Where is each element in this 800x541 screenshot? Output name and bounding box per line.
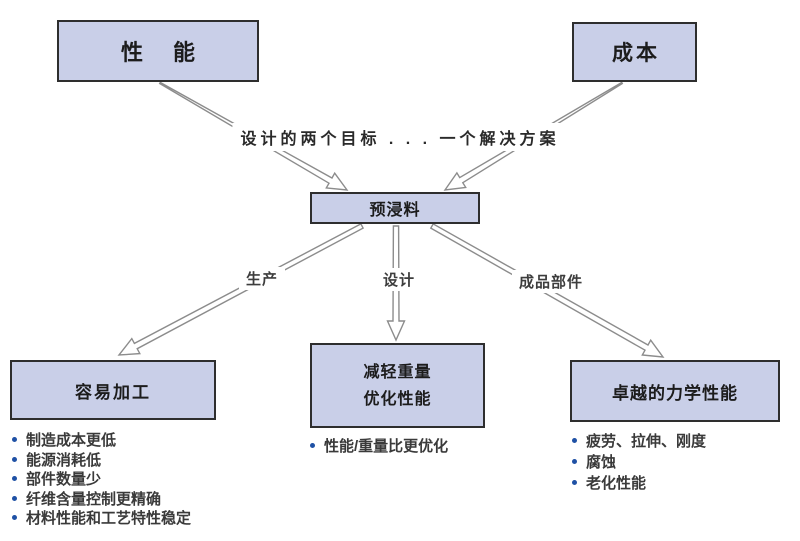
list-item: 腐蚀	[572, 452, 706, 473]
easy-processing-box: 容易加工	[10, 360, 216, 420]
bullet-icon	[12, 437, 17, 442]
mechanical-bullet-list: 疲劳、拉伸、刚度 腐蚀 老化性能	[572, 431, 706, 494]
branch-label-production: 生产	[238, 267, 286, 290]
bullet-icon	[12, 495, 17, 501]
weight-performance-bullet-list: 性能/重量比更优化	[310, 437, 448, 457]
list-item: 性能/重量比更优化	[310, 437, 448, 457]
mechanical-box-label: 卓越的力学性能	[612, 383, 738, 403]
bullet-text: 纤维含量控制更精确	[26, 490, 162, 508]
bullet-text: 性能/重量比更优化	[324, 438, 449, 455]
bullet-icon	[12, 476, 17, 481]
prepreg-box-label: 预浸料	[369, 202, 421, 219]
bullet-icon	[12, 515, 17, 520]
mechanical-box: 卓越的力学性能	[570, 360, 780, 422]
list-item: 制造成本更低	[12, 431, 191, 451]
list-item: 能源消耗低	[12, 451, 191, 471]
bullet-icon	[310, 443, 315, 448]
branch-label-design: 设计	[375, 268, 423, 291]
banner-text: 设计的两个目标 . . . 一个解决方案	[232, 123, 568, 151]
performance-box: 性 能	[57, 20, 259, 82]
bullet-text: 腐蚀	[586, 454, 617, 471]
easy-processing-box-label: 容易加工	[75, 382, 151, 402]
bullet-text: 材料性能和工艺特性稳定	[26, 510, 192, 527]
bullet-icon	[572, 438, 577, 443]
cost-box-label: 成本	[612, 42, 660, 65]
list-item: 老化性能	[572, 473, 706, 494]
easy-processing-bullet-list: 制造成本更低 能源消耗低 部件数量少 纤维含量控制更精确 材料性能和工艺特性稳定	[12, 431, 191, 529]
list-item: 部件数量少	[12, 470, 191, 490]
bullet-text: 老化性能	[586, 475, 647, 492]
bullet-icon	[572, 459, 577, 464]
bullet-text: 部件数量少	[26, 471, 102, 488]
bullet-text: 疲劳、拉伸、刚度	[586, 433, 707, 450]
bullet-text: 能源消耗低	[26, 451, 102, 469]
bullet-icon	[12, 456, 17, 462]
bullet-text: 制造成本更低	[26, 432, 117, 449]
list-item: 纤维含量控制更精确	[12, 490, 191, 510]
weight-performance-box-line1: 减轻重量	[363, 363, 432, 381]
list-item: 材料性能和工艺特性稳定	[12, 509, 191, 529]
prepreg-box: 预浸料	[310, 192, 480, 224]
weight-performance-box-line2: 优化性能	[363, 390, 432, 408]
cost-box: 成本	[572, 22, 697, 82]
bullet-icon	[572, 480, 577, 485]
branch-label-finished-parts: 成品部件	[511, 270, 591, 293]
performance-box-label: 性 能	[120, 40, 208, 65]
weight-performance-box: 减轻重量 优化性能	[310, 343, 485, 428]
list-item: 疲劳、拉伸、刚度	[572, 431, 706, 452]
